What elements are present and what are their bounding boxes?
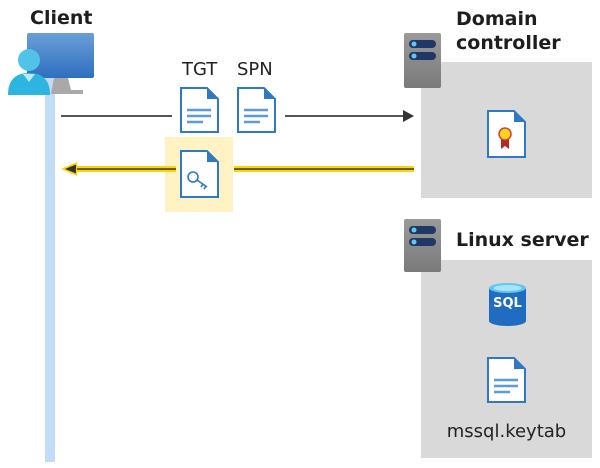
client-title: Client bbox=[30, 7, 93, 29]
sql-database-icon: SQL bbox=[489, 283, 526, 326]
request-arrow-right-segment bbox=[285, 115, 405, 117]
sql-label: SQL bbox=[493, 296, 522, 311]
request-arrowhead-icon bbox=[403, 110, 414, 122]
request-arrow-left-segment bbox=[61, 115, 172, 117]
domain-controller-title-line2: controller bbox=[456, 32, 561, 54]
service-ticket-key-document-icon bbox=[180, 150, 219, 198]
spn-document-icon bbox=[237, 87, 276, 133]
client-computer-user-icon bbox=[8, 33, 94, 95]
client-lifeline bbox=[45, 78, 55, 462]
spn-label: SPN bbox=[237, 59, 273, 80]
domain-controller-title: Domain controller bbox=[456, 7, 561, 55]
tgt-label: TGT bbox=[182, 59, 218, 80]
response-arrow bbox=[61, 162, 414, 176]
tgt-document-icon bbox=[180, 87, 219, 133]
domain-controller-server-icon bbox=[404, 33, 441, 88]
certificate-document-icon bbox=[487, 110, 526, 158]
linux-server-icon bbox=[404, 219, 441, 272]
keytab-document-icon bbox=[487, 357, 526, 403]
keytab-label: mssql.keytab bbox=[446, 421, 567, 442]
domain-controller-title-line1: Domain bbox=[456, 8, 538, 30]
linux-server-title: Linux server bbox=[456, 229, 589, 251]
